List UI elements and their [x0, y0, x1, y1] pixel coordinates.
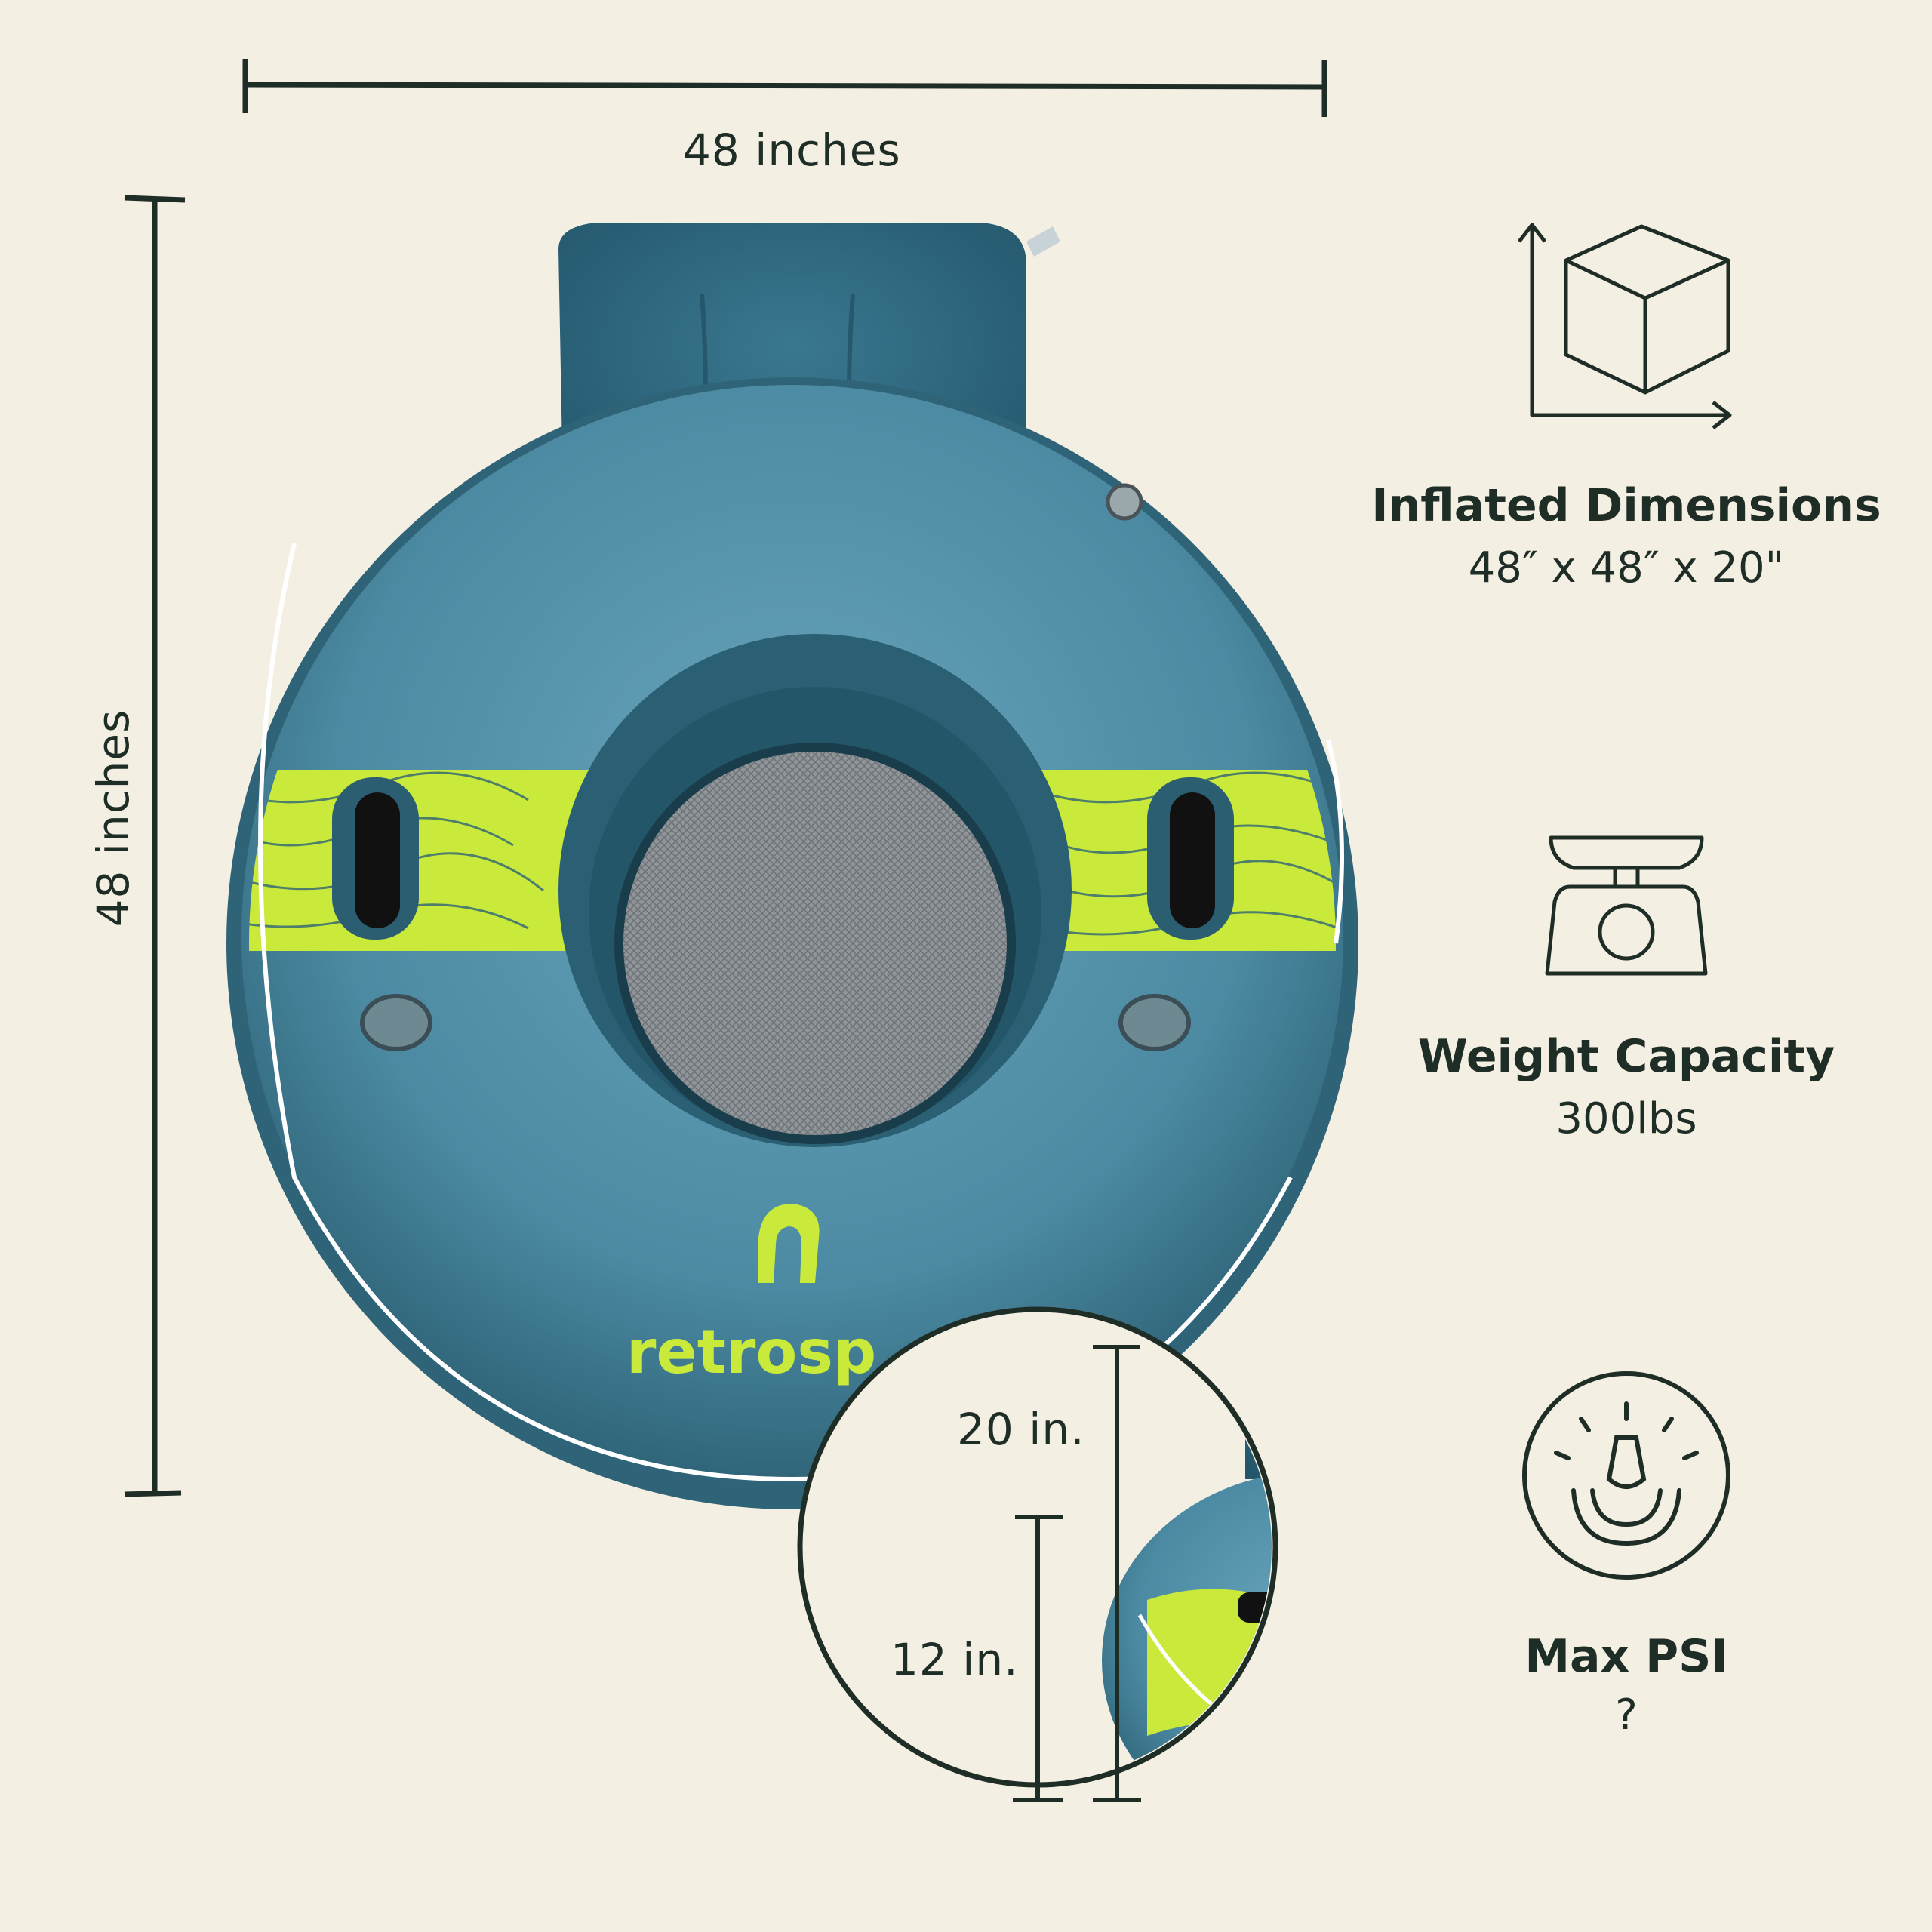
- brand-wordmark: retrospec: [626, 1317, 875, 1387]
- spec-psi-value: ?: [1615, 1690, 1638, 1740]
- spec-dimensions-value: 48″ x 48″ x 20": [1468, 543, 1785, 592]
- detail-short-dimension-label: 12 in.: [891, 1634, 1019, 1685]
- height-dimension-label: 48 inches: [88, 709, 139, 928]
- spec-weight-title: Weight Capacity: [1417, 1030, 1835, 1083]
- width-dimension-line: [242, 59, 1327, 117]
- pressure-gauge-icon: [1522, 1371, 1730, 1580]
- height-detail-inset: [797, 1306, 1278, 1802]
- spec-dimensions-title: Inflated Dimensions: [1371, 479, 1881, 532]
- spec-psi-title: Max PSI: [1524, 1630, 1728, 1683]
- width-dimension-label: 48 inches: [683, 125, 901, 176]
- detail-tall-dimension-label: 20 in.: [957, 1404, 1085, 1455]
- box-dimensions-icon: [1518, 223, 1732, 429]
- river-tube-float: [226, 223, 1358, 1509]
- weight-scale-icon: [1545, 835, 1708, 976]
- spec-weight-value: 300lbs: [1555, 1094, 1697, 1143]
- height-dimension-line: [124, 195, 186, 1497]
